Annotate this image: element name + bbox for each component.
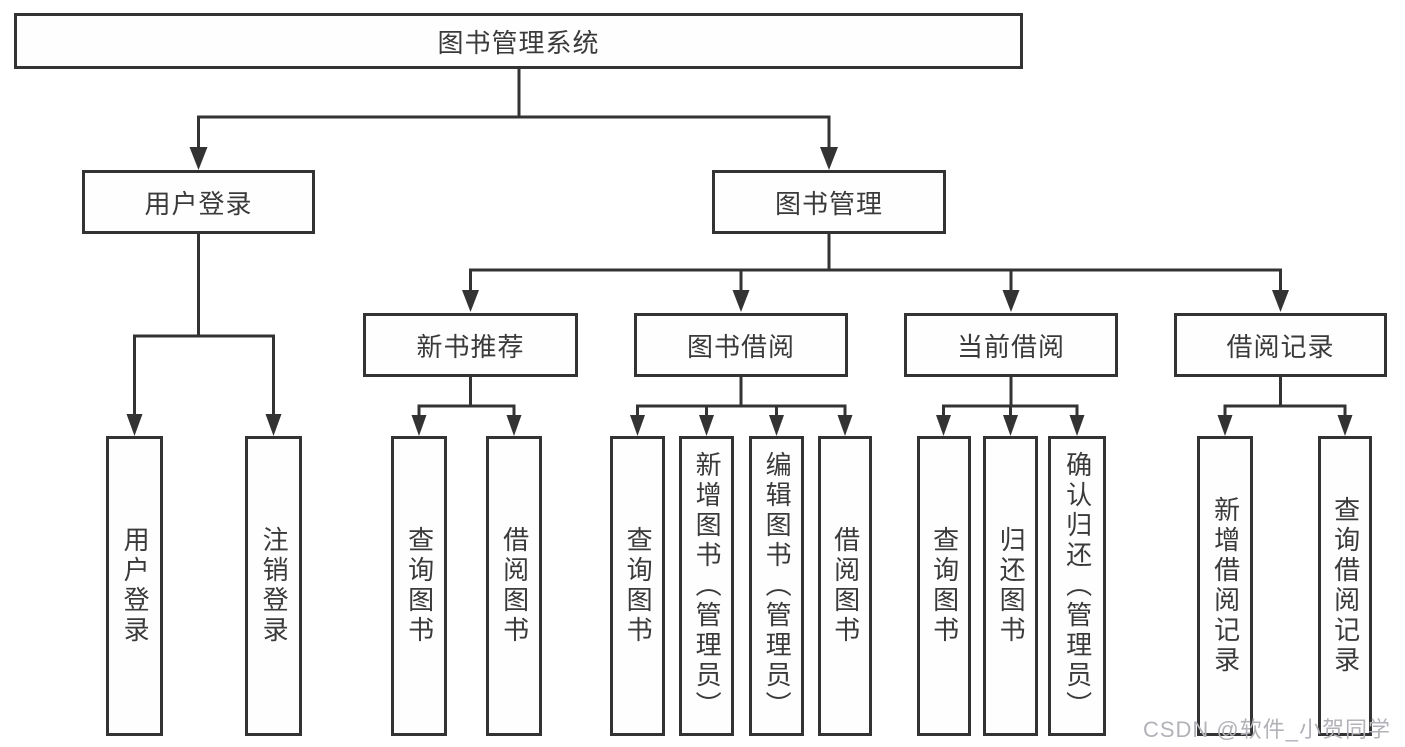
node-borrow-records: 借阅记录	[1174, 313, 1387, 377]
leaf-logout: 注销登录	[245, 436, 302, 736]
leaf-add-borrow-record: 新增借阅记录	[1197, 436, 1253, 736]
leaf-label: 借阅图书	[830, 526, 861, 646]
leaf-label: 确认归还（管理员）	[1062, 451, 1093, 721]
node-label: 图书借阅	[686, 331, 795, 362]
leaf-label: 新增借阅记录	[1210, 496, 1241, 676]
leaf-label: 新增图书（管理员）	[692, 451, 723, 721]
leaf-label: 编辑图书（管理员）	[762, 451, 793, 721]
connector-lines	[133, 67, 1347, 420]
node-label: 当前借阅	[956, 331, 1065, 362]
leaf-label: 查询图书	[404, 526, 435, 646]
leaf-label: 查询图书	[623, 526, 654, 646]
node-root-label: 图书管理系统	[437, 27, 600, 58]
node-label: 用户登录	[144, 188, 253, 219]
leaf-label: 查询图书	[929, 526, 960, 646]
leaf-edit-book-admin: 编辑图书（管理员）	[749, 436, 804, 736]
leaf-return-books: 归还图书	[983, 436, 1038, 736]
leaf-borrow-books-recommend: 借阅图书	[486, 436, 542, 736]
leaf-label: 借阅图书	[499, 526, 530, 646]
node-current-borrow: 当前借阅	[904, 313, 1118, 377]
node-book-borrow: 图书借阅	[634, 313, 848, 377]
leaf-label: 用户登录	[120, 526, 151, 646]
leaf-borrow-books: 借阅图书	[818, 436, 872, 736]
leaf-label: 注销登录	[259, 526, 290, 646]
node-root-system: 图书管理系统	[14, 13, 1023, 69]
node-label: 图书管理	[774, 188, 883, 219]
leaf-query-borrow-record: 查询借阅记录	[1318, 436, 1372, 736]
leaf-confirm-return-admin: 确认归还（管理员）	[1048, 436, 1106, 736]
connector-arrowheads	[126, 147, 1353, 436]
leaf-query-books-recommend: 查询图书	[391, 436, 447, 736]
leaf-user-login: 用户登录	[106, 436, 163, 736]
leaf-label: 查询借阅记录	[1330, 496, 1361, 676]
leaf-add-book-admin: 新增图书（管理员）	[679, 436, 734, 736]
leaf-query-books-current: 查询图书	[917, 436, 971, 736]
node-book-management: 图书管理	[712, 170, 946, 234]
leaf-query-books-borrow: 查询图书	[610, 436, 665, 736]
node-user-login-branch: 用户登录	[82, 170, 315, 234]
csdn-watermark: CSDN @软件_小贺同学	[1142, 717, 1391, 742]
node-label: 新书推荐	[416, 331, 525, 362]
node-new-book-recommend: 新书推荐	[363, 313, 578, 377]
leaf-label: 归还图书	[996, 526, 1027, 646]
node-label: 借阅记录	[1226, 331, 1335, 362]
